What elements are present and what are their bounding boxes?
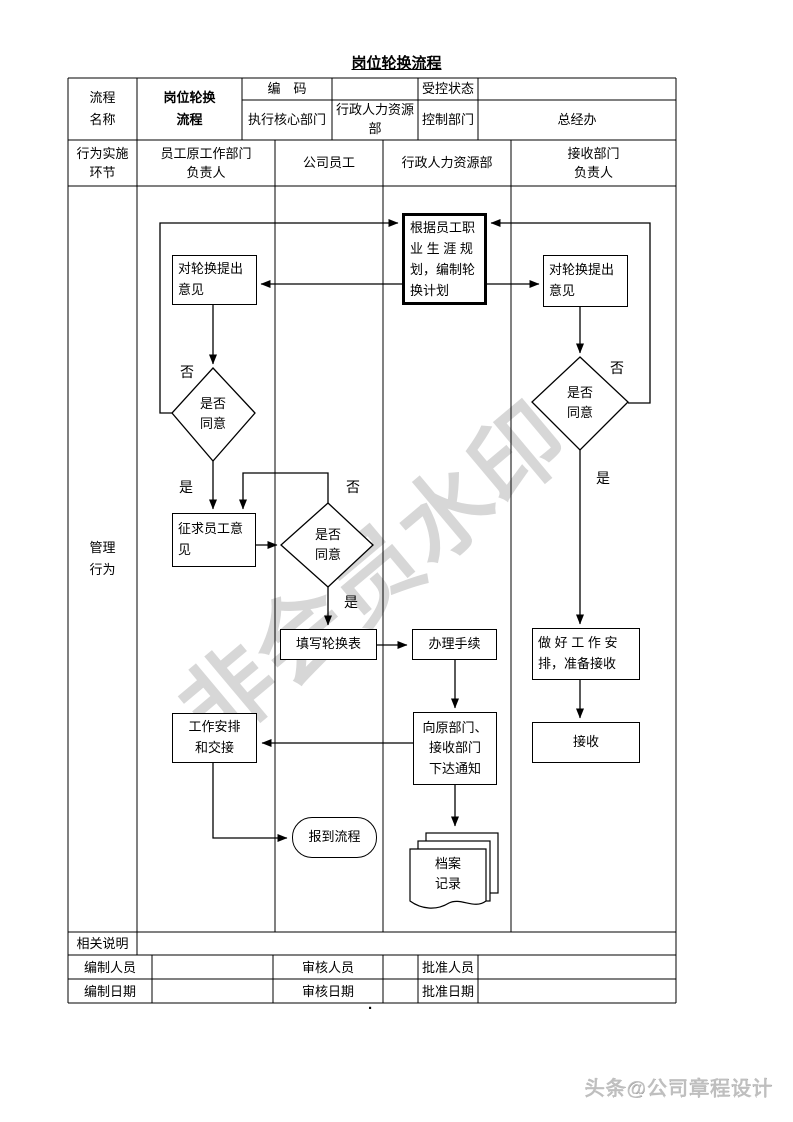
work-handover-node: 工作安排 和交接	[172, 713, 257, 763]
left-no-feedback-line	[159, 219, 399, 414]
approver-value-cell	[478, 955, 676, 979]
left-opinion-node: 对轮换提出 意见	[172, 255, 257, 305]
code-value-cell	[332, 78, 418, 100]
handover-to-report	[212, 763, 288, 842]
archive-record-label: 档案 记录	[434, 855, 461, 891]
left-no-label: 否	[180, 364, 194, 380]
left-decision-label: 是否 同意	[199, 395, 226, 431]
review-date-value-cell	[383, 979, 418, 1003]
process-name-value-cell: 岗位轮换 流程	[163, 89, 216, 127]
mid-no-to-consult	[239, 472, 329, 510]
reviewer-value-cell	[383, 955, 418, 979]
controlled-status-label-cell: 受控状态	[421, 80, 474, 96]
fill-rotation-form-node: 填写轮换表	[280, 629, 377, 660]
lane-header-hr-dept: 行政人力资源部	[401, 154, 493, 170]
lane-header-original-dept: 员工原工作部门 负责人	[160, 145, 252, 181]
lane-header-receiving-dept: 接收部门 负责人	[567, 145, 620, 181]
process-name-label-cell: 流程 名称	[89, 89, 116, 127]
maker-label-cell: 编制人员	[83, 959, 136, 975]
mid-decision-label: 是否 同意	[314, 526, 341, 562]
notify-departments-node: 向原部门、 接收部门 下达通知	[413, 712, 497, 785]
code-label-cell: 编 码	[267, 80, 307, 96]
lane-header-employee: 公司员工	[302, 154, 355, 170]
right-no-label: 否	[610, 360, 624, 376]
control-dept-label-cell: 控制部门	[421, 111, 474, 127]
credit-text: 头条@公司章程设计	[584, 1078, 773, 1100]
impl-phase-label-cell: 行为实施 环节	[76, 145, 129, 181]
right-opinion-node: 对轮换提出 意见	[543, 255, 628, 307]
mid-no-label: 否	[346, 479, 360, 495]
start-node: 根据员工职 业 生 涯 规 划，编制轮 换计划	[402, 213, 487, 305]
notes-label-cell: 相关说明	[76, 936, 129, 951]
notes-value-cell	[137, 932, 676, 955]
right-decision-label: 是否 同意	[566, 384, 593, 420]
prepare-receive-node: 做 好 工 作 安 排，准备接收	[532, 628, 640, 680]
approve-date-value-cell	[478, 979, 676, 1003]
receive-node: 接收	[532, 722, 640, 763]
mid-yes-label: 是	[344, 594, 358, 610]
exec-core-dept-value-cell: 行政人力资源 部	[335, 102, 414, 136]
left-yes-label: 是	[179, 479, 193, 495]
review-date-label-cell: 审核日期	[301, 983, 354, 999]
management-action-label-cell: 管理 行为	[89, 539, 116, 577]
reviewer-label-cell: 审核人员	[301, 959, 354, 975]
handle-procedure-node: 办理手续	[412, 629, 497, 660]
trailing-period: .	[368, 996, 373, 1013]
report-process-node: 报到流程	[292, 817, 377, 858]
exec-core-dept-label-cell: 执行核心部门	[247, 111, 326, 127]
maker-date-label-cell: 编制日期	[83, 983, 136, 999]
right-yes-label: 是	[596, 470, 610, 486]
approver-label-cell: 批准人员	[421, 959, 474, 975]
controlled-status-value-cell	[478, 78, 676, 100]
consult-employee-node: 征求员工意 见	[172, 513, 256, 567]
page-title: 岗位轮换流程	[351, 55, 442, 72]
approve-date-label-cell: 批准日期	[421, 983, 474, 999]
control-dept-value-cell: 总经办	[557, 111, 597, 127]
maker-value-cell	[152, 955, 273, 979]
maker-date-value-cell	[152, 979, 273, 1003]
